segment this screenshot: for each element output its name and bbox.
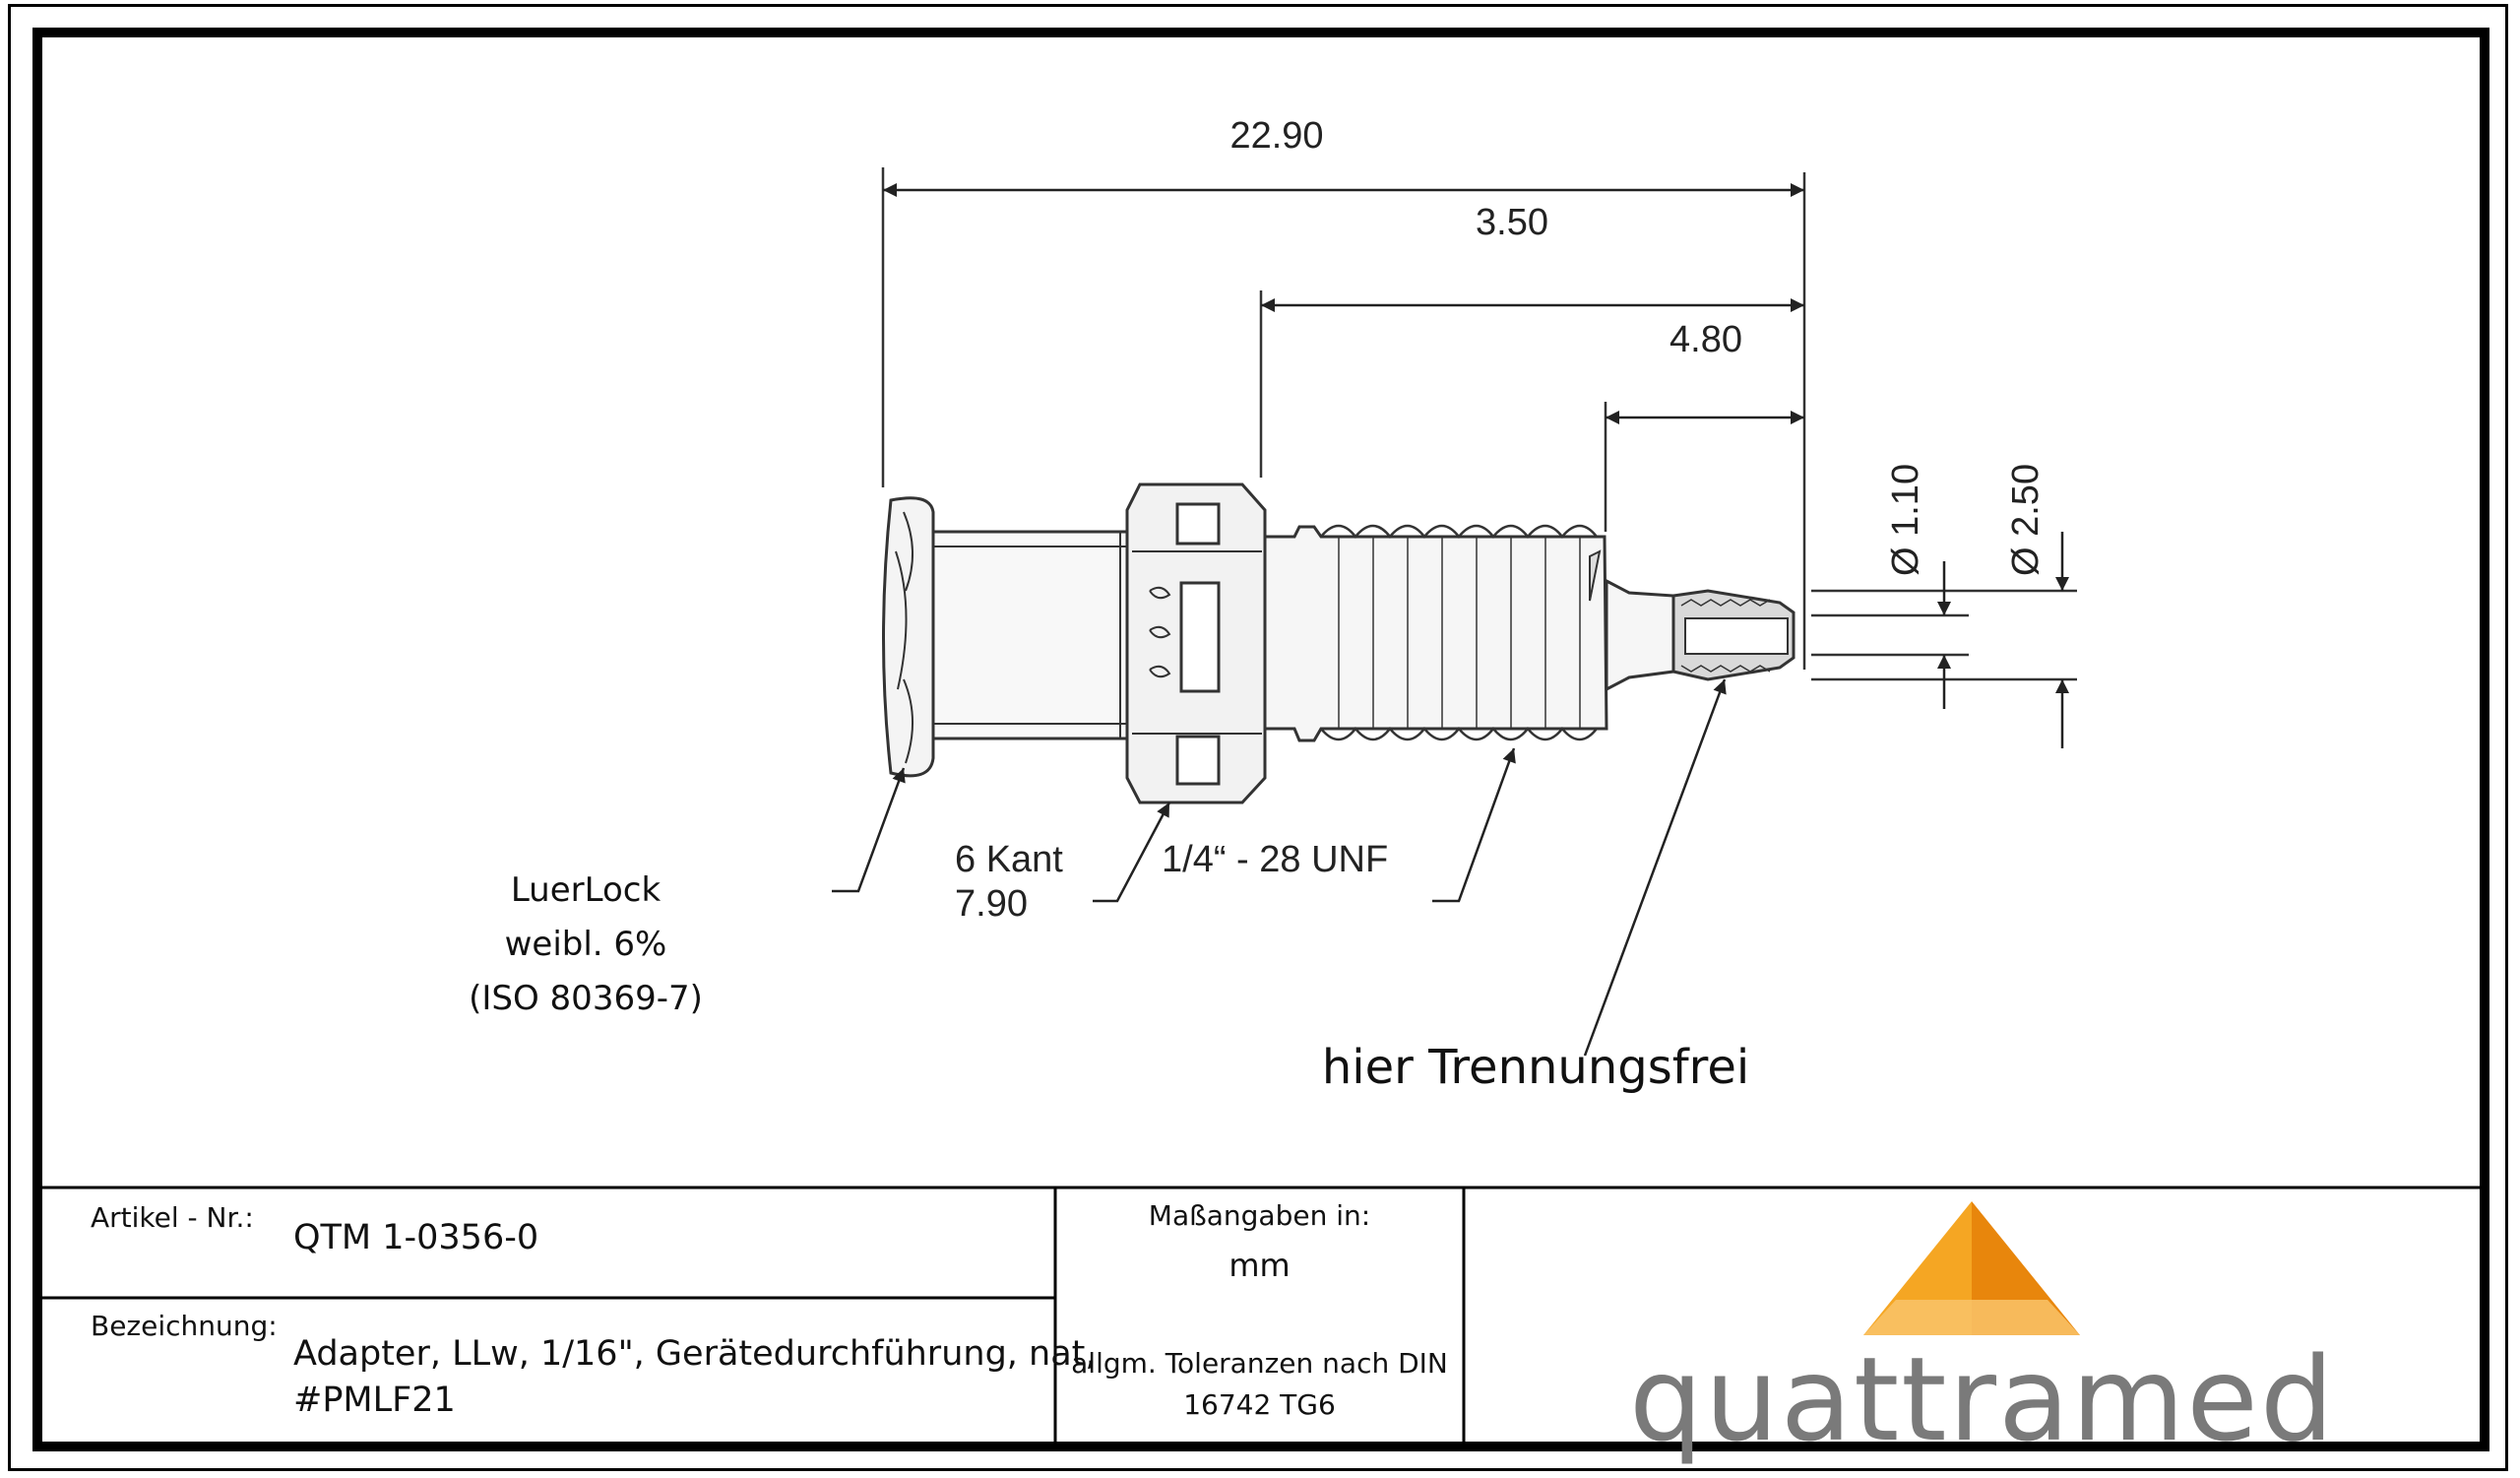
tolerance-line2: 16742 TG6 [1183, 1388, 1336, 1421]
callout-separation-note: hier Trennungsfrei [1322, 1040, 1749, 1095]
luer-flange [882, 496, 935, 778]
units-value: mm [1228, 1247, 1291, 1284]
callout-hex-line1: 6 Kant [955, 839, 1063, 880]
dim-overall-length: 22.90 [1229, 115, 1323, 157]
dim-bore-diameter: Ø 1.10 [1885, 464, 1926, 576]
title-block-grid [37, 1186, 2485, 1444]
callout-thread-spec: 1/4“ - 28 UNF [1162, 839, 1388, 880]
nozzle-tip [1605, 578, 1796, 692]
drawing-outer-border [8, 4, 2508, 1471]
designation-line2: #PMLF21 [293, 1381, 456, 1420]
designation-line1: Adapter, LLw, 1/16", Gerätedurchführung,… [293, 1334, 1097, 1374]
designation-label: Bezeichnung: [91, 1310, 278, 1342]
dim-upper-length: 3.50 [1476, 202, 1548, 243]
tolerance-line1: allgm. Toleranzen nach DIN [1071, 1347, 1448, 1380]
dim-outer-diameter: Ø 2.50 [2005, 464, 2047, 576]
callout-luer-line2: weibl. 6% [505, 925, 667, 964]
callout-hex-line2: 7.90 [955, 883, 1028, 925]
callout-luer-line3: (ISO 80369-7) [469, 979, 703, 1018]
article-number-label: Artikel - Nr.: [91, 1201, 254, 1234]
body-neck [931, 530, 1132, 740]
dim-thread-length: 4.80 [1670, 319, 1742, 360]
quattramed-logo-pyramid [1863, 1201, 2080, 1335]
drawing-inner-border [32, 28, 2489, 1451]
callout-luer-line1: LuerLock [511, 870, 662, 910]
dimension-lines [883, 183, 2069, 748]
hex-nut [1125, 482, 1267, 804]
threaded-section [1263, 524, 1608, 742]
quattramed-logo-text: quattramed [1629, 1331, 2336, 1467]
leader-lines [832, 678, 1727, 1057]
units-label: Maßangaben in: [1148, 1199, 1371, 1232]
article-number-value: QTM 1-0356-0 [293, 1218, 539, 1257]
